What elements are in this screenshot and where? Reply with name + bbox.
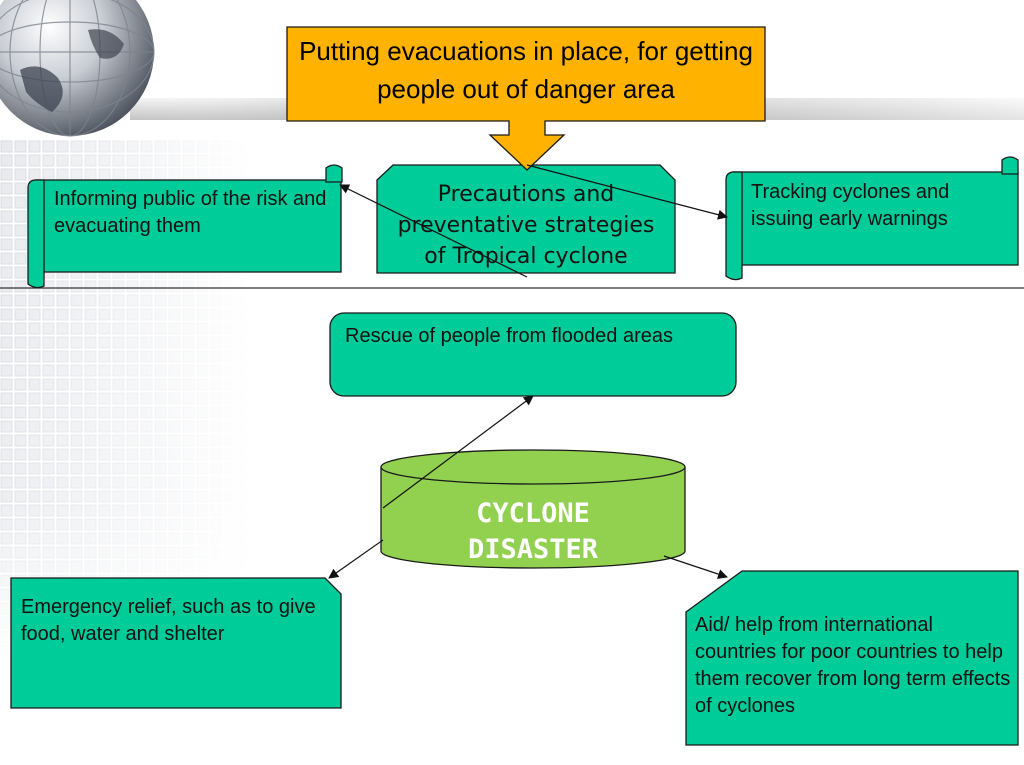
arrow-to-relief-box xyxy=(328,539,384,579)
arrow-to-left-scroll xyxy=(339,184,528,278)
aid-box-shape xyxy=(685,570,1019,746)
arrow-to-rescue-box xyxy=(382,395,534,509)
right-scroll-shape xyxy=(725,156,1019,281)
center-box-shape xyxy=(376,164,676,274)
rescue-box-text: Rescue of people from flooded areas xyxy=(345,325,673,347)
aid-box-text: Aid/ help from international countries f… xyxy=(695,614,1011,717)
right-scroll-text: Tracking cyclones and issuing early warn… xyxy=(751,181,950,230)
cylinder-text: CYCLONE DISASTER xyxy=(467,498,599,565)
arrow-to-right-scroll xyxy=(526,164,728,220)
relief-box-shape xyxy=(10,577,342,709)
top-callout-shape xyxy=(286,26,766,171)
cylinder-shape xyxy=(380,449,686,569)
globe-logo xyxy=(0,0,155,137)
left-scroll-shape xyxy=(27,164,343,289)
relief-box-text: Emergency relief, such as to give food, … xyxy=(21,596,316,645)
left-scroll-text: Informing public of the risk and evacuat… xyxy=(54,188,327,237)
arrow-to-aid-box xyxy=(663,555,728,579)
top-callout-text: Putting evacuations in place, for gettin… xyxy=(299,36,753,104)
